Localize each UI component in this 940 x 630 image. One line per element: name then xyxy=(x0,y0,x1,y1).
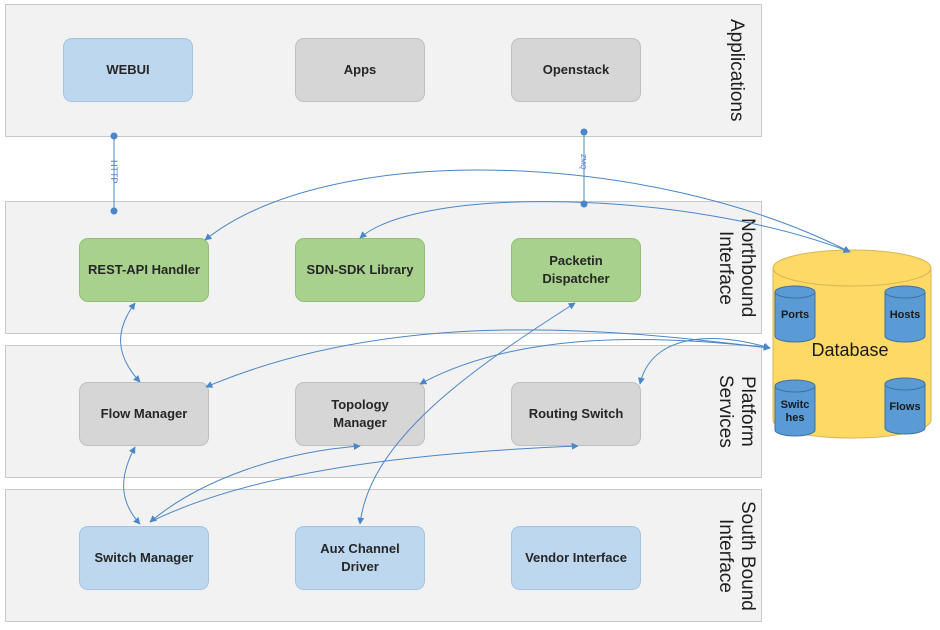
http-connection-label: HTTP xyxy=(109,160,119,184)
northbound-layer-label: Northbound Interface xyxy=(715,217,758,318)
sdn-sdk-library-box[interactable]: SDN-SDK Library xyxy=(295,238,425,302)
applications-layer-label: Applications xyxy=(726,19,747,122)
apps-box[interactable]: Apps xyxy=(295,38,425,102)
webui-box[interactable]: WEBUI xyxy=(63,38,193,102)
aux-channel-driver-box[interactable]: Aux Channel Driver xyxy=(295,526,425,590)
switch-manager-box[interactable]: Switch Manager xyxy=(79,526,209,590)
flow-manager-box[interactable]: Flow Manager xyxy=(79,382,209,446)
flows-table-icon: Flows xyxy=(884,377,926,435)
routing-switch-box[interactable]: Routing Switch xyxy=(511,382,641,446)
vendor-interface-box[interactable]: Vendor Interface xyxy=(511,526,641,590)
openstack-box[interactable]: Openstack xyxy=(511,38,641,102)
southbound-layer-label: South Bound Interface xyxy=(715,500,758,611)
flows-table-label: Flows xyxy=(889,401,920,413)
hosts-table-icon: Hosts xyxy=(884,285,926,343)
rest-api-handler-box[interactable]: REST-API Handler xyxy=(79,238,209,302)
packetin-dispatcher-box[interactable]: Packetin Dispatcher xyxy=(511,238,641,302)
zmq-connection-label: ZMQ xyxy=(579,154,586,170)
platform-layer-label: Platform Services xyxy=(715,375,758,448)
hosts-table-label: Hosts xyxy=(890,309,921,321)
database-title: Database xyxy=(811,340,889,360)
topology-manager-box[interactable]: Topology Manager xyxy=(295,382,425,446)
ports-table-label: Ports xyxy=(781,309,809,321)
ports-table-icon: Ports xyxy=(774,285,816,343)
